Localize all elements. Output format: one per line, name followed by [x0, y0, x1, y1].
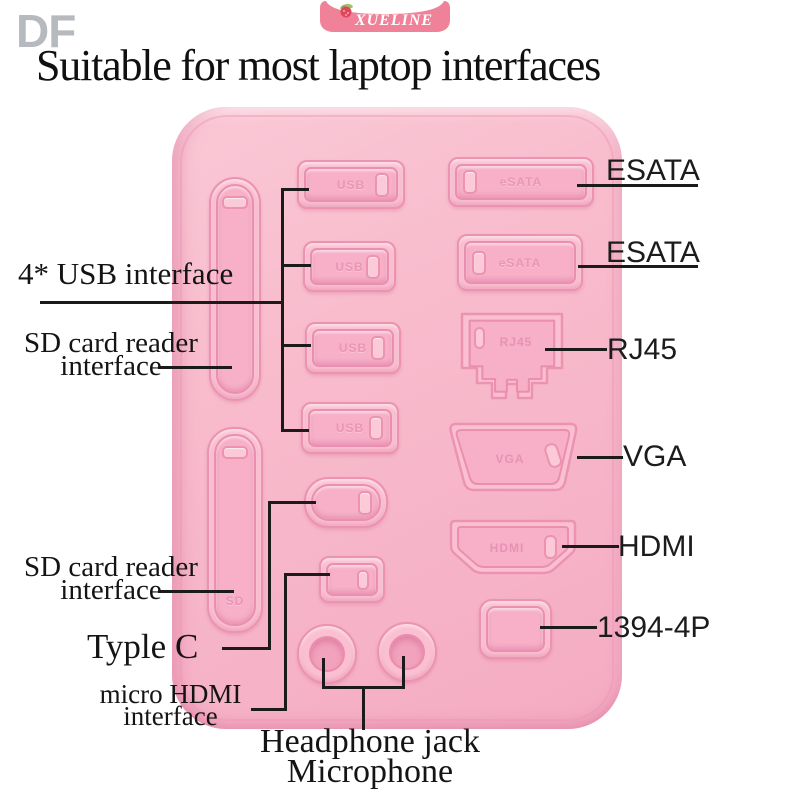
emboss-text: VGA: [495, 452, 524, 466]
callout-line-microhdmi-v: [284, 573, 287, 711]
headphone-jack-plug: [297, 624, 357, 684]
strawberry-icon: [340, 3, 353, 18]
label-sd-top-line1: SD card reader: [24, 327, 198, 359]
callout-line-rj45: [545, 348, 607, 351]
plug-body: [216, 184, 254, 394]
emboss-text: SD: [225, 594, 245, 608]
usb-plug-4: USB: [301, 402, 399, 454]
label-sd-bottom-line1: SD card reader: [24, 551, 198, 583]
plug-body: eSATA: [455, 164, 587, 200]
plug-body: USB: [308, 409, 392, 447]
plug-body: USB: [304, 167, 398, 202]
label-usb: 4* USB interface: [18, 256, 234, 291]
plug-body: [311, 484, 381, 521]
plug-pill: [544, 443, 562, 468]
callout-line-typec-h2: [268, 501, 316, 504]
badge-brand-text: XUELINE: [354, 12, 433, 29]
label-sd-top-line2: interface: [60, 350, 162, 382]
callout-tick-usb-2: [281, 264, 311, 267]
label-sd-bottom-line2: interface: [60, 574, 162, 606]
usb-plug-2: USB: [303, 241, 396, 292]
plug-pill: [357, 569, 369, 590]
plug-pill: [222, 196, 248, 209]
callout-tick-usb-4: [281, 429, 309, 432]
callout-tick-usb-3: [281, 344, 311, 347]
esata-plug-1: eSATA: [448, 157, 594, 207]
sd-card-plug-2: SD: [207, 427, 263, 633]
callout-line-sd-bottom: [158, 590, 234, 593]
pad-seam: [180, 115, 614, 721]
callout-line-vga: [577, 456, 623, 459]
callout-line-typec-h1: [222, 647, 271, 650]
callout-line-sd-top: [158, 366, 232, 369]
label-sd-top: SD card reader interface: [6, 327, 216, 382]
plug-pill: [544, 535, 557, 559]
brand-badge: XUELINE: [320, 1, 450, 32]
plug-pill: [472, 250, 486, 275]
plug-pill: [369, 416, 383, 440]
label-hdmi: HDMI: [618, 530, 695, 563]
plug-body: [457, 526, 569, 568]
plug-body: [309, 636, 345, 672]
ribbon-shape: [320, 1, 450, 32]
label-micro-hdmi-line2: interface: [123, 701, 218, 731]
plug-pill: [371, 336, 385, 360]
plug-pill: [474, 327, 485, 349]
label-microphone: Microphone: [286, 753, 454, 790]
brand-logo: DF: [16, 5, 76, 57]
esata-plug-2: eSATA: [457, 234, 583, 291]
callout-line-microhdmi-h2: [284, 573, 330, 576]
plug-body: USB: [312, 329, 394, 367]
callout-line-audio-v: [362, 686, 365, 730]
callout-line-typec-v: [268, 501, 271, 650]
callout-line-hdmi: [562, 545, 619, 548]
callout-line-esata-1: [577, 184, 698, 187]
label-vga: VGA: [623, 440, 687, 473]
plug-body: USB: [310, 248, 389, 285]
micro-hdmi-plug: [319, 556, 385, 603]
firewire-1394-plug: [479, 599, 552, 659]
label-headphone: Headphone jack: [260, 723, 480, 760]
emboss-text: HDMI: [490, 541, 525, 555]
callout-tick-usb-1: [281, 188, 309, 191]
plug-body: [486, 606, 545, 652]
callout-line-1394: [540, 626, 597, 629]
callout-stub-microphone: [402, 656, 405, 689]
callout-bracket-usb: [281, 188, 284, 432]
microphone-jack-plug: [377, 622, 437, 682]
usb-plug-1: USB: [297, 160, 405, 209]
plug-pill: [222, 446, 248, 459]
label-1394: 1394-4P: [597, 611, 711, 644]
label-rj45: RJ45: [607, 333, 678, 366]
label-type-c: Typle C: [87, 627, 199, 666]
plug-body: [389, 634, 425, 670]
plug-body: [468, 319, 556, 393]
label-sd-bottom: SD card reader interface: [6, 551, 216, 606]
plug-pill: [358, 490, 372, 515]
plug-body: SD: [214, 434, 256, 626]
plug-body: [455, 429, 571, 485]
plug-pill: [375, 172, 389, 197]
label-micro-hdmi: micro HDMI interface: [88, 679, 253, 731]
rj45-plug: RJ45: [460, 312, 564, 400]
label-esata-1: ESATA: [606, 154, 700, 187]
label-micro-hdmi-line1: micro HDMI: [99, 679, 242, 709]
type-c-plug: [304, 477, 388, 528]
vga-plug: VGA: [449, 422, 578, 492]
plug-pill: [366, 254, 380, 279]
usb-plug-3: USB: [305, 322, 401, 374]
plug-pill: [463, 170, 477, 194]
callout-line-microhdmi-h1: [251, 708, 287, 711]
hdmi-plug: HDMI: [449, 519, 577, 575]
page-title: Suitable for most laptop interfaces: [36, 41, 601, 90]
sd-card-plug-1: [209, 177, 261, 401]
plug-body: [326, 563, 378, 596]
label-esata-2: ESATA: [606, 236, 700, 269]
callout-line-esata-2: [578, 265, 698, 268]
callout-stub-headphone: [322, 658, 325, 689]
emboss-text: RJ45: [500, 335, 533, 349]
callout-line-usb-underline: [40, 301, 283, 304]
plug-body: eSATA: [464, 241, 576, 284]
